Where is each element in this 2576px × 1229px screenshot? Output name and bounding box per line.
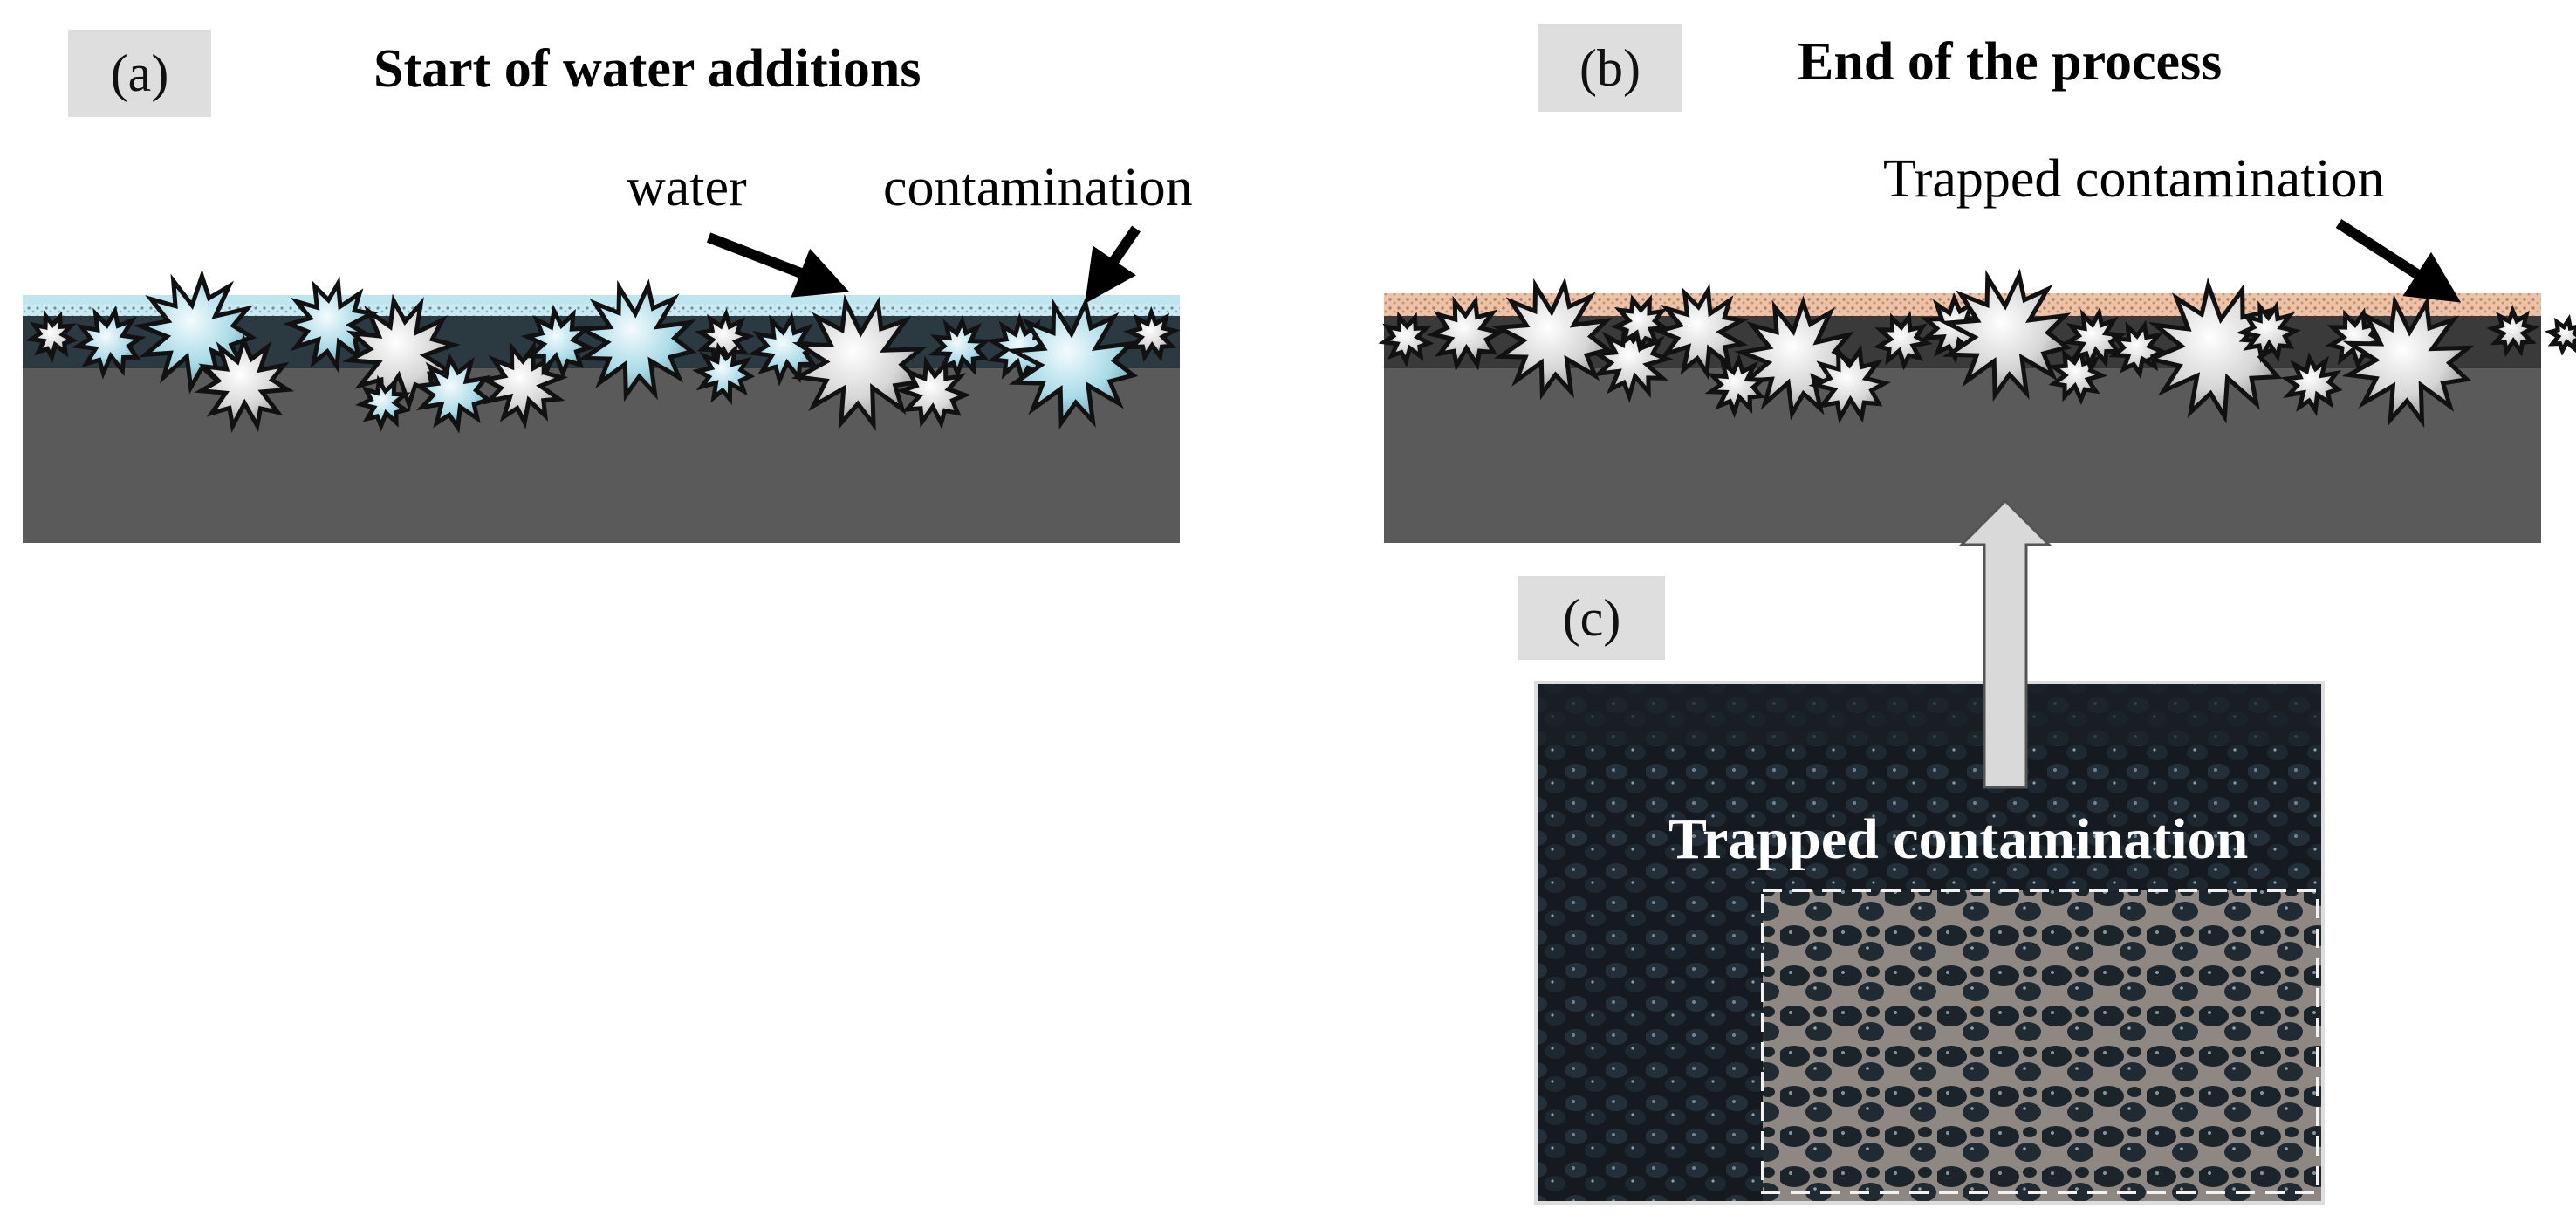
aggregate-particle — [1378, 311, 1435, 367]
aggregate-particle — [1873, 311, 1933, 371]
panel-b-substrate — [1384, 360, 2541, 543]
up-arrow — [1958, 498, 2052, 789]
panel-a-cross-section — [23, 269, 1181, 543]
aggregate-particle — [2280, 352, 2343, 416]
water-arrow — [706, 232, 850, 298]
aggregate-particle — [574, 278, 697, 402]
aggregate-particle — [1734, 295, 1859, 421]
aggregate-particle — [413, 352, 493, 434]
aggregate-particle — [2061, 306, 2127, 371]
aggregate-particle — [1123, 306, 1181, 363]
panel-a-water-surface — [23, 295, 1180, 304]
aggregate-particle — [895, 355, 971, 429]
aggregate-particle — [692, 341, 756, 406]
panel-c-tag: (c) — [1518, 576, 1665, 660]
photo-contaminated-region — [1763, 890, 2321, 1201]
aggregate-particle — [791, 294, 928, 432]
panel-b-tag: (b) — [1538, 24, 1682, 112]
panel-a-title: Start of water additions — [373, 39, 921, 99]
aggregate-particle — [2544, 313, 2576, 356]
trapped-contamination-label: Trapped contamination — [1883, 149, 2385, 209]
aggregate-particle — [2236, 300, 2301, 363]
aggregate-particle — [1808, 344, 1891, 424]
contamination-arrow — [1085, 225, 1141, 304]
aggregate-particle — [194, 333, 295, 433]
aggregate-particle — [354, 374, 411, 432]
aggregate-particle — [928, 315, 991, 381]
panel-b-cross-section — [1378, 268, 2576, 543]
aggregate-particle — [1939, 268, 2072, 402]
aggregate-particle — [1653, 283, 1749, 381]
aggregate-particle — [2341, 293, 2475, 429]
aggregate-particle — [747, 312, 823, 387]
panel-a-tag: (a) — [68, 30, 211, 117]
aggregate-particle — [1426, 295, 1505, 372]
photo-trapped-contamination-label: Trapped contamination — [1668, 807, 2249, 871]
aggregate-particle — [25, 310, 79, 363]
panel-c-photo — [1534, 681, 2325, 1205]
aggregate-particle — [283, 276, 379, 374]
aggregate-particle — [1704, 354, 1768, 419]
aggregate-particle — [520, 304, 596, 380]
aggregate-particle — [1005, 296, 1139, 430]
aggregate-particle — [2108, 319, 2168, 380]
panel-a-substrate — [23, 360, 1180, 543]
panel-b-title: End of the process — [1798, 32, 2223, 92]
aggregate-particle — [2486, 304, 2540, 358]
trapped-contamination-arrow — [2335, 218, 2462, 303]
aggregate-particle — [71, 305, 147, 380]
panel-b-aggregates — [1378, 268, 2576, 429]
photo-highlight-box — [1761, 889, 2319, 1194]
panel-a-aggregates — [25, 269, 1181, 434]
water-label: water — [627, 158, 747, 217]
aggregate-particle — [1490, 277, 1613, 401]
contamination-label: contamination — [883, 158, 1193, 217]
aggregate-particle — [1610, 294, 1671, 354]
